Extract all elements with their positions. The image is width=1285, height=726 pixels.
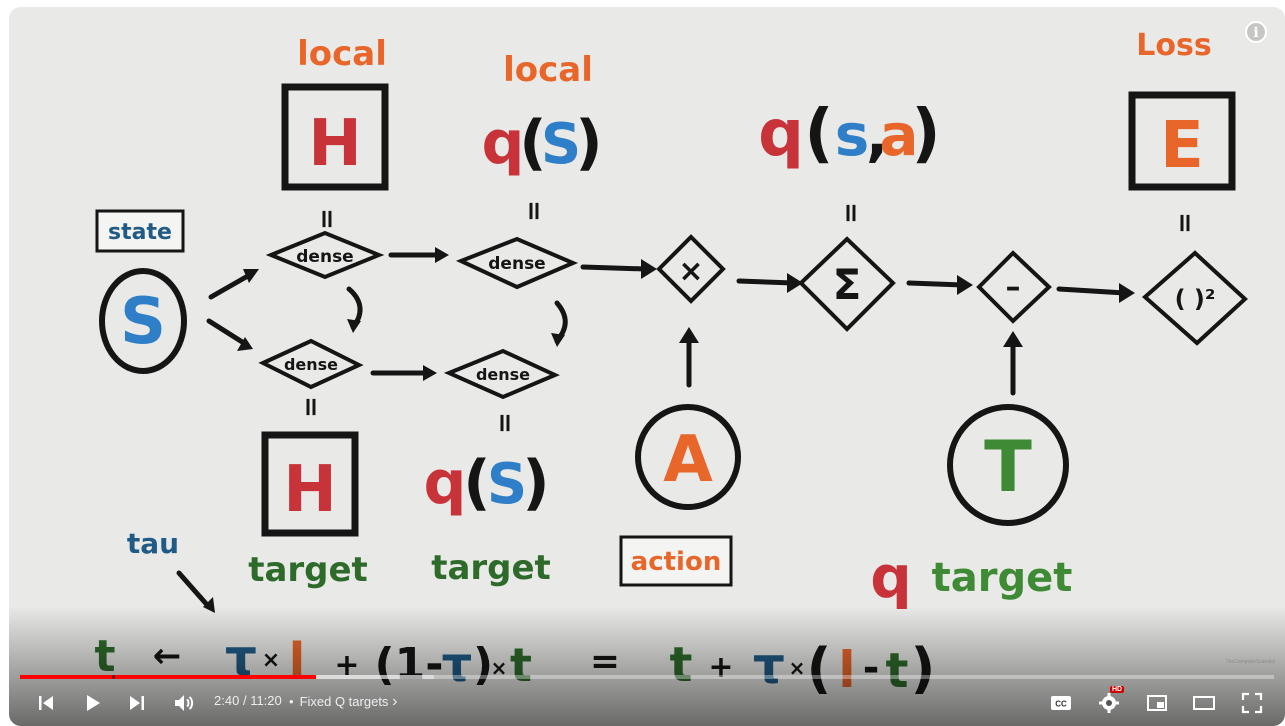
progress-played	[20, 675, 316, 679]
label-q-target-word: target	[932, 555, 1073, 601]
q-sa-comma: ,	[866, 101, 888, 169]
player-controls: 2:40 / 11:20 • Fixed Q targets › CC HD	[9, 678, 1285, 726]
volume-icon	[175, 695, 194, 711]
equals-mark-4: =	[1170, 212, 1200, 234]
play-icon	[87, 695, 100, 711]
node-dense-target-2-label: dense	[476, 365, 530, 384]
node-sum-label: Σ	[833, 260, 862, 309]
rule-arrow: ←	[153, 636, 182, 676]
miniplayer-button[interactable]	[1142, 688, 1172, 718]
q-sa-open: (	[804, 97, 833, 171]
settings-button[interactable]: HD	[1094, 686, 1125, 718]
skip-previous-icon	[39, 696, 53, 710]
progress-bar[interactable]	[20, 675, 1274, 679]
equals-mark-6: =	[490, 412, 520, 434]
q-sa-s: s	[835, 101, 870, 169]
box-e-loss	[1128, 91, 1236, 191]
theater-mode-icon	[1193, 696, 1215, 710]
q-target-q: q	[424, 448, 467, 518]
label-target-h: target	[248, 550, 368, 590]
box-h-local	[281, 83, 389, 191]
rule-times1: ×	[262, 648, 280, 673]
q-target-close: )	[522, 448, 549, 518]
q-local-open: (	[519, 108, 546, 178]
node-dense-target-1-label: dense	[284, 355, 338, 374]
skip-next-icon	[130, 696, 144, 710]
channel-watermark: TheComputerScientist	[1225, 659, 1275, 665]
node-dense-local-1	[265, 230, 385, 280]
q-sa-a: a	[879, 101, 918, 169]
chevron-right-icon: ›	[392, 693, 398, 710]
equals-mark-5: =	[296, 396, 326, 418]
box-h-local-letter: H	[308, 107, 362, 181]
node-dense-local-2-label: dense	[488, 254, 545, 274]
chapter-marker	[112, 675, 115, 679]
video-frame: local local Loss H q ( S ) q ( s , a ) E…	[9, 7, 1285, 726]
node-dense-target-2	[443, 348, 560, 400]
label-local-top-mid: local	[503, 50, 593, 90]
volume-button[interactable]	[169, 688, 199, 718]
gear-icon	[1099, 693, 1119, 713]
next-button[interactable]	[122, 688, 152, 718]
node-dense-local-1-label: dense	[296, 247, 353, 267]
hd-badge: HD	[1110, 686, 1125, 693]
label-q-target-q: q	[870, 543, 912, 611]
video-player[interactable]: local local Loss H q ( S ) q ( s , a ) E…	[9, 7, 1285, 726]
fullscreen-button[interactable]	[1237, 688, 1267, 718]
node-a-letter: A	[663, 423, 713, 497]
node-minus	[976, 250, 1052, 324]
label-action: action	[631, 547, 722, 577]
box-h-target	[261, 431, 359, 537]
current-time: 2:40	[214, 693, 240, 708]
node-s	[99, 268, 187, 374]
node-square-label: ( )²	[1175, 285, 1216, 313]
node-multiply-label: ×	[678, 254, 703, 289]
q-sa-close: )	[911, 97, 940, 171]
node-t-letter: T	[984, 426, 1032, 508]
equals-mark-3: =	[836, 202, 866, 224]
chapter-button[interactable]: • Fixed Q targets ›	[289, 693, 397, 711]
node-sum	[798, 236, 896, 332]
previous-button[interactable]	[31, 688, 61, 718]
q-local-s: S	[541, 112, 581, 177]
q-local-q: q	[482, 108, 525, 178]
box-e-loss-letter: E	[1160, 109, 1204, 183]
equals-mark-1: =	[312, 208, 342, 230]
q-target-open: (	[463, 448, 490, 518]
label-state: state	[108, 220, 172, 245]
node-multiply	[656, 234, 726, 304]
chapter-title: Fixed Q targets	[299, 694, 389, 709]
node-t	[947, 404, 1069, 526]
label-target-q: target	[431, 548, 551, 588]
node-square	[1141, 250, 1248, 346]
time-display: 2:40 / 11:20	[214, 693, 282, 708]
chapter-dot: •	[289, 694, 294, 709]
node-dense-target-1	[258, 338, 364, 390]
info-icon[interactable]: i	[1245, 21, 1267, 43]
q-sa-q: q	[758, 97, 804, 171]
box-h-target-letter: H	[283, 453, 337, 527]
label-tau: tau	[127, 527, 179, 560]
q-local-close: )	[575, 108, 602, 178]
theater-mode-button[interactable]	[1189, 688, 1219, 718]
miniplayer-icon	[1147, 695, 1167, 711]
label-local-top-left: local	[297, 34, 387, 74]
fullscreen-icon	[1241, 692, 1263, 714]
node-minus-label: –	[1006, 270, 1021, 305]
q-target-s: S	[487, 452, 527, 517]
label-loss: Loss	[1136, 28, 1211, 63]
svg-text:CC: CC	[1055, 700, 1067, 709]
node-dense-local-2	[455, 236, 579, 290]
node-s-letter: S	[120, 285, 166, 359]
play-button[interactable]	[77, 688, 107, 718]
captions-icon: CC	[1051, 696, 1071, 710]
equals-mark-2: =	[519, 200, 549, 222]
duration: 11:20	[250, 693, 282, 708]
time-separator: /	[242, 693, 247, 708]
captions-button[interactable]: CC	[1046, 688, 1076, 718]
node-a	[635, 404, 741, 510]
